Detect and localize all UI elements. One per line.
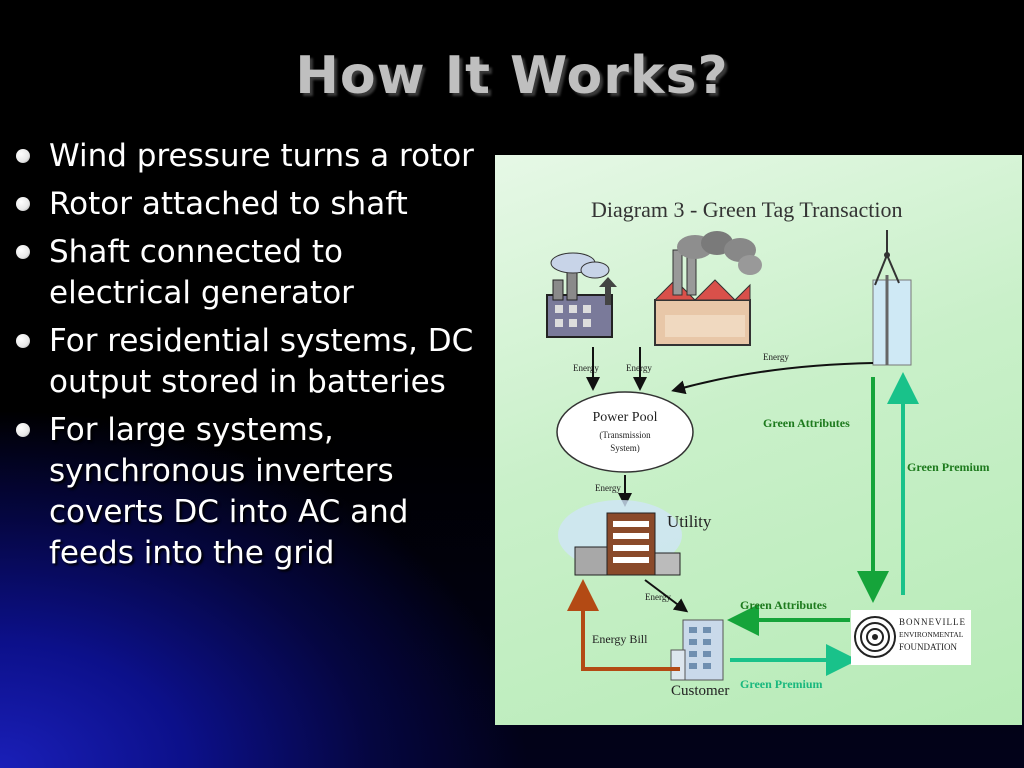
- bullet-dot-icon: [16, 334, 30, 348]
- bullet-dot-icon: [16, 149, 30, 163]
- green-premium-label-right: Green Premium: [907, 460, 990, 474]
- foundation-logo: BONNEVILLE ENVIRONMENTAL FOUNDATION: [851, 610, 971, 665]
- diagram-title: Diagram 3 - Green Tag Transaction: [591, 197, 902, 222]
- power-plant-icon: [653, 231, 762, 346]
- energy-label-pool: Energy: [595, 483, 621, 493]
- power-pool-node: Power Pool (Transmission System): [556, 391, 694, 473]
- bullet-item: Rotor attached to shaft: [14, 184, 484, 225]
- bullet-item: For residential systems, DC output store…: [14, 321, 484, 403]
- bullet-dot-icon: [16, 423, 30, 437]
- green-attributes-label-top: Green Attributes: [763, 416, 850, 430]
- bullet-item: For large systems, synchronous inverters…: [14, 410, 484, 574]
- green-premium-label-bottom: Green Premium: [740, 677, 823, 691]
- customer-label: Customer: [671, 683, 729, 699]
- green-attributes-label-bottom: Green Attributes: [740, 598, 827, 612]
- bullet-dot-icon: [16, 245, 30, 259]
- power-pool-sub2: System): [610, 443, 640, 453]
- customer-building-icon: [670, 619, 724, 681]
- diagram-canvas: Diagram 3 - Green Tag Transaction: [546, 197, 990, 699]
- energy-label-turbine: Energy: [763, 352, 789, 362]
- foundation-name-line3: FOUNDATION: [899, 642, 957, 652]
- energy-arrow-turbine: [671, 362, 874, 395]
- bullet-dot-icon: [16, 197, 30, 211]
- factory-icon: [546, 252, 617, 338]
- slide-title: How It Works?: [295, 46, 729, 106]
- energy-arrow-utility-customer: [644, 579, 689, 613]
- power-pool-label: Power Pool: [593, 410, 658, 425]
- energy-bill-label: Energy Bill: [592, 632, 648, 646]
- energy-label-utility: Energy: [645, 592, 671, 602]
- energy-label-left: Energy: [573, 363, 599, 373]
- foundation-name-line2: ENVIRONMENTAL: [899, 630, 964, 639]
- utility-building-icon: [558, 500, 682, 576]
- bullet-item: Wind pressure turns a rotor: [14, 136, 484, 177]
- bullet-list: Wind pressure turns a rotor Rotor attach…: [14, 136, 484, 581]
- utility-label: Utility: [667, 512, 712, 531]
- energy-bill-arrow: [567, 579, 680, 671]
- wind-turbine-icon: [872, 230, 912, 366]
- bullet-item: Shaft connected to electrical generator: [14, 232, 484, 314]
- power-pool-sub1: (Transmission: [599, 430, 651, 440]
- green-tag-diagram: Diagram 3 - Green Tag Transaction: [495, 155, 1022, 725]
- foundation-name-line1: BONNEVILLE: [899, 617, 966, 627]
